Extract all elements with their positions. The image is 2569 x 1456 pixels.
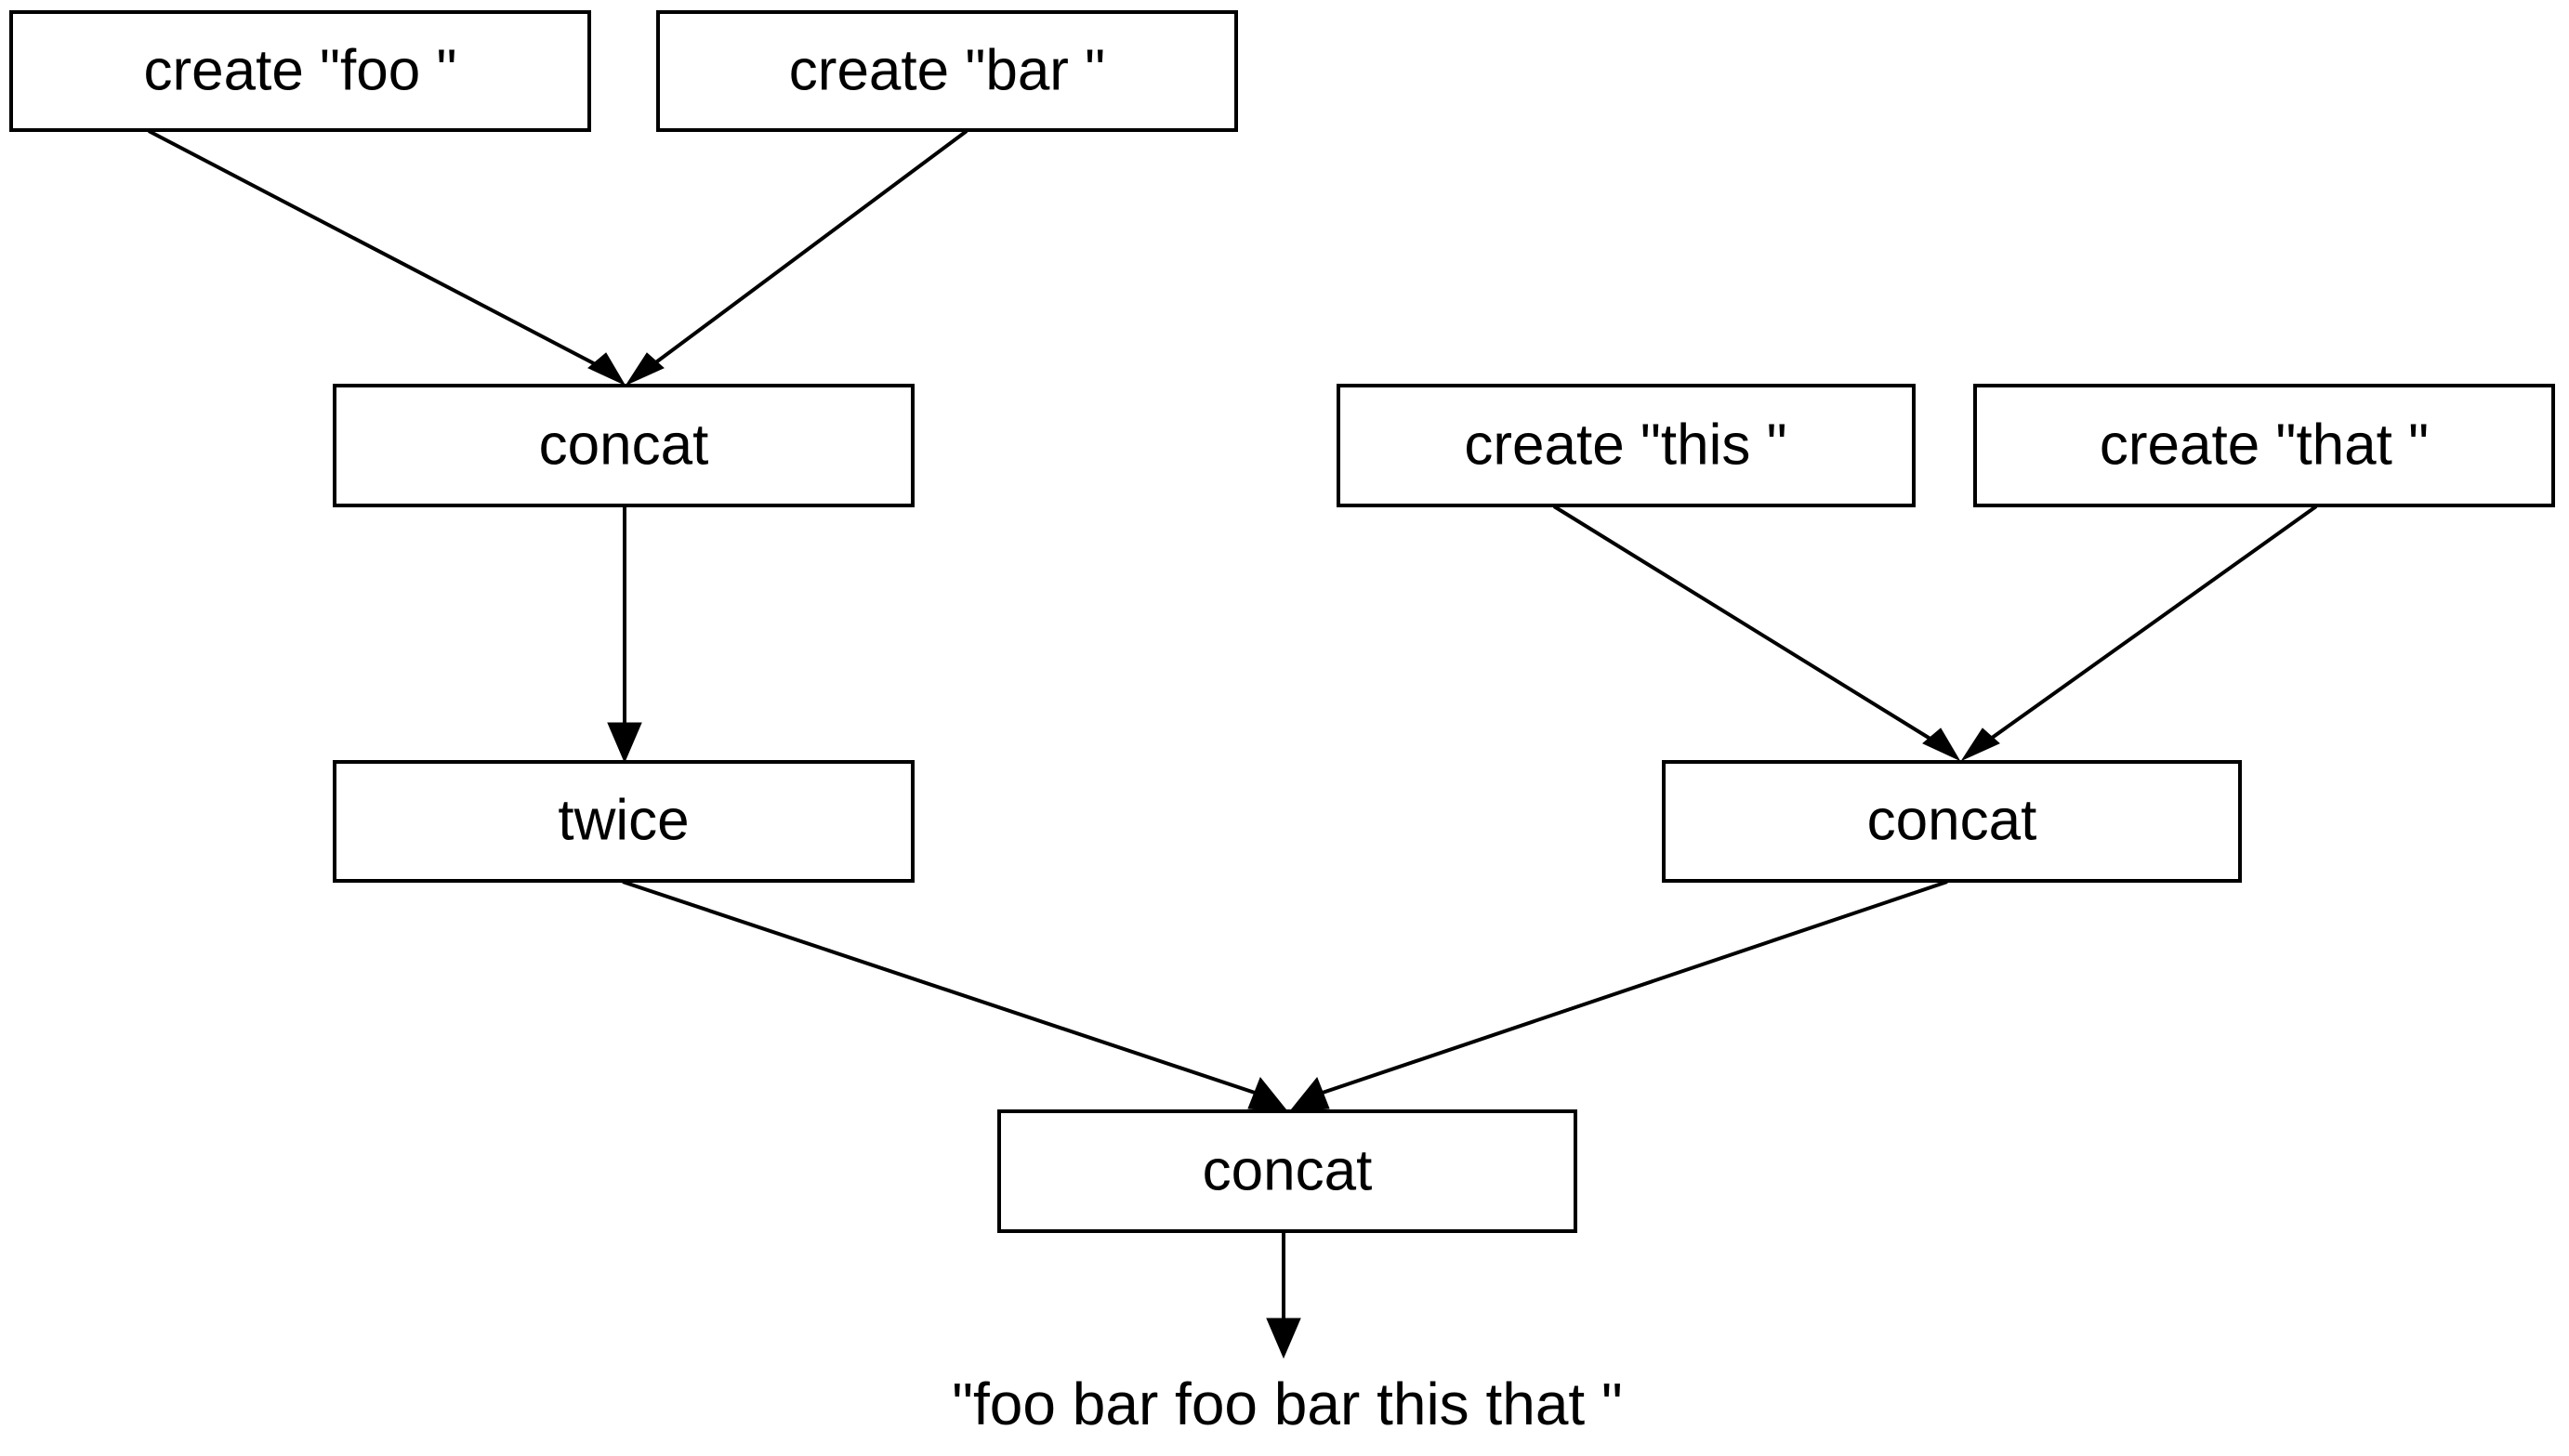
node-box[interactable] xyxy=(1337,384,1916,507)
node-box[interactable] xyxy=(1973,384,2555,507)
node-label: concat xyxy=(539,413,709,477)
node-result: "foo bar foo bar this that " xyxy=(952,1371,1622,1437)
node-label: concat xyxy=(1867,788,2037,852)
node-label: create "foo " xyxy=(144,38,457,102)
node-box[interactable] xyxy=(9,10,591,132)
edge-line xyxy=(1980,505,2318,747)
node-box[interactable] xyxy=(1662,760,2242,883)
node-box[interactable] xyxy=(997,1109,1577,1233)
result-label: "foo bar foo bar this that " xyxy=(952,1371,1622,1437)
node-create-that[interactable]: create "that " xyxy=(1973,384,2555,507)
node-box[interactable] xyxy=(656,10,1238,132)
node-create-bar[interactable]: create "bar " xyxy=(656,10,1238,132)
arrowhead-icon xyxy=(1288,1077,1330,1112)
node-concat-right[interactable]: concat xyxy=(1662,760,2242,883)
node-label: create "that " xyxy=(2100,413,2429,477)
arrowhead-icon xyxy=(625,352,665,387)
edge-twice-to-concat-bottom xyxy=(622,880,1289,1112)
arrowhead-icon xyxy=(587,352,626,387)
edge-concat-bottom-to-result xyxy=(1266,1232,1301,1359)
edge-create-foo-to-concat-left xyxy=(148,129,626,387)
edge-line xyxy=(1308,880,1948,1099)
node-create-foo[interactable]: create "foo " xyxy=(9,10,591,132)
arrowhead-icon xyxy=(1266,1318,1301,1359)
node-label: create "bar " xyxy=(789,38,1105,102)
edge-line xyxy=(148,129,607,372)
node-box[interactable] xyxy=(333,384,915,507)
node-label: concat xyxy=(1203,1138,1373,1202)
node-concat-left[interactable]: concat xyxy=(333,384,915,507)
edge-concat-right-to-concat-bottom xyxy=(1288,880,1948,1112)
edge-create-that-to-concat-right xyxy=(1960,505,2318,762)
node-create-this[interactable]: create "this " xyxy=(1337,384,1916,507)
edge-create-bar-to-concat-left xyxy=(625,129,968,387)
node-twice[interactable]: twice xyxy=(333,760,915,883)
edge-line xyxy=(644,129,968,372)
node-label: create "this " xyxy=(1464,413,1786,477)
edge-create-this-to-concat-right xyxy=(1552,505,1961,762)
arrowhead-icon xyxy=(1960,728,2000,762)
arrowhead-icon xyxy=(607,722,642,764)
arrowhead-icon xyxy=(1922,728,1961,762)
arrowhead-icon xyxy=(1247,1077,1289,1112)
node-concat-bottom[interactable]: concat xyxy=(997,1109,1577,1233)
edge-line xyxy=(622,880,1270,1099)
edge-concat-left-to-twice xyxy=(607,506,642,764)
node-label: twice xyxy=(558,788,689,852)
node-box[interactable] xyxy=(333,760,915,883)
edge-line xyxy=(1552,505,1943,747)
